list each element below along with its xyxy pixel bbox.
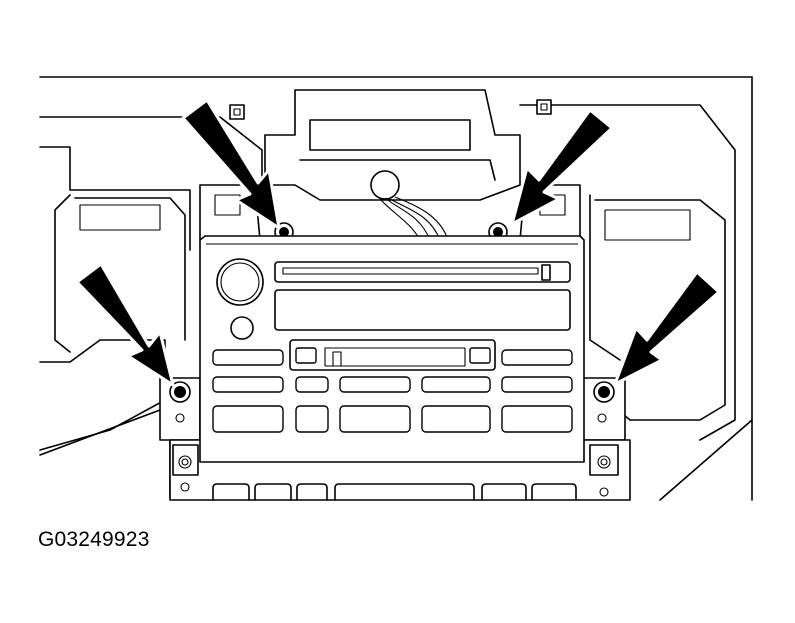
lower-left-bracket [172, 444, 199, 476]
bracket-ridge [299, 159, 496, 181]
volume-knob [216, 258, 264, 306]
radio-button-r3-2 [295, 405, 329, 433]
lower-right-hole [599, 487, 609, 497]
right-dash-upper-edge [519, 104, 736, 441]
left-vent-side [54, 194, 71, 353]
wire-2 [389, 198, 441, 241]
cassette-indicator [332, 351, 342, 367]
upper-bracket [264, 89, 521, 201]
right-lower-diagonal [659, 419, 753, 501]
wire-3 [394, 196, 449, 241]
left-vent-lower [39, 339, 166, 451]
right-vent-inner [589, 194, 621, 361]
volume-knob-inner [220, 262, 260, 302]
lower-right-bracket [589, 444, 619, 476]
cassette-button-right [469, 347, 491, 364]
screw-top-left-head [279, 227, 289, 237]
lower-button-1 [212, 483, 250, 501]
left-side-hole [175, 413, 185, 423]
radio-button-r3-1 [212, 405, 284, 433]
tune-knob [230, 316, 254, 340]
lower-left-screw-inner [181, 458, 189, 466]
lower-right-screw-inner [600, 458, 608, 466]
arrow-top-right [510, 108, 614, 226]
lower-button-3 [296, 483, 328, 501]
cd-slot-panel [274, 261, 571, 283]
cassette-button-left [295, 347, 317, 364]
right-vent-slot [604, 209, 691, 241]
cd-slot [282, 267, 539, 275]
figure-id-label: G03249923 [38, 528, 150, 551]
screw-top-right-head [493, 227, 503, 237]
cd-eject-button [541, 264, 551, 281]
lower-left-screw [178, 455, 192, 469]
left-vent-inner [74, 197, 186, 341]
lower-display-window [334, 483, 475, 501]
clip-right [536, 99, 552, 115]
arrow-top-left [181, 98, 281, 230]
left-vent-slot [79, 204, 161, 231]
wiring-connector [370, 170, 400, 200]
left-lower-panel [39, 409, 171, 499]
radio-button-r2-2 [295, 376, 329, 393]
clip-left [229, 104, 245, 120]
lower-left-hole [180, 482, 190, 492]
left-dash-recess [39, 146, 191, 251]
radio-button-r1-5 [501, 349, 573, 366]
cassette-door [324, 347, 466, 367]
radio-button-r2-5 [501, 376, 573, 393]
radio-button-r2-3 [339, 376, 411, 393]
lower-right-screw [597, 455, 611, 469]
arrow-side-left [75, 262, 175, 387]
screw-side-right-head [598, 386, 610, 398]
radio-button-r2-1 [212, 376, 284, 393]
lower-button-2 [254, 483, 292, 501]
lower-button-5 [531, 483, 577, 501]
radio-display [274, 289, 571, 331]
screw-side-left-head [174, 386, 186, 398]
radio-button-r3-4 [421, 405, 491, 433]
lower-button-4 [481, 483, 527, 501]
wire-1 [384, 197, 431, 241]
radio-button-r2-4 [421, 376, 491, 393]
radio-button-r1-1 [212, 349, 284, 366]
clip-right-hole [540, 103, 548, 111]
left-mount-tab [214, 194, 241, 216]
clip-left-hole [233, 108, 241, 116]
bracket-window [309, 119, 471, 151]
right-side-hole [597, 413, 607, 423]
arrow-side-right [613, 270, 721, 386]
radio-button-r3-3 [339, 405, 411, 433]
right-vent-outline [594, 199, 726, 421]
radio-button-r3-5 [501, 405, 573, 433]
